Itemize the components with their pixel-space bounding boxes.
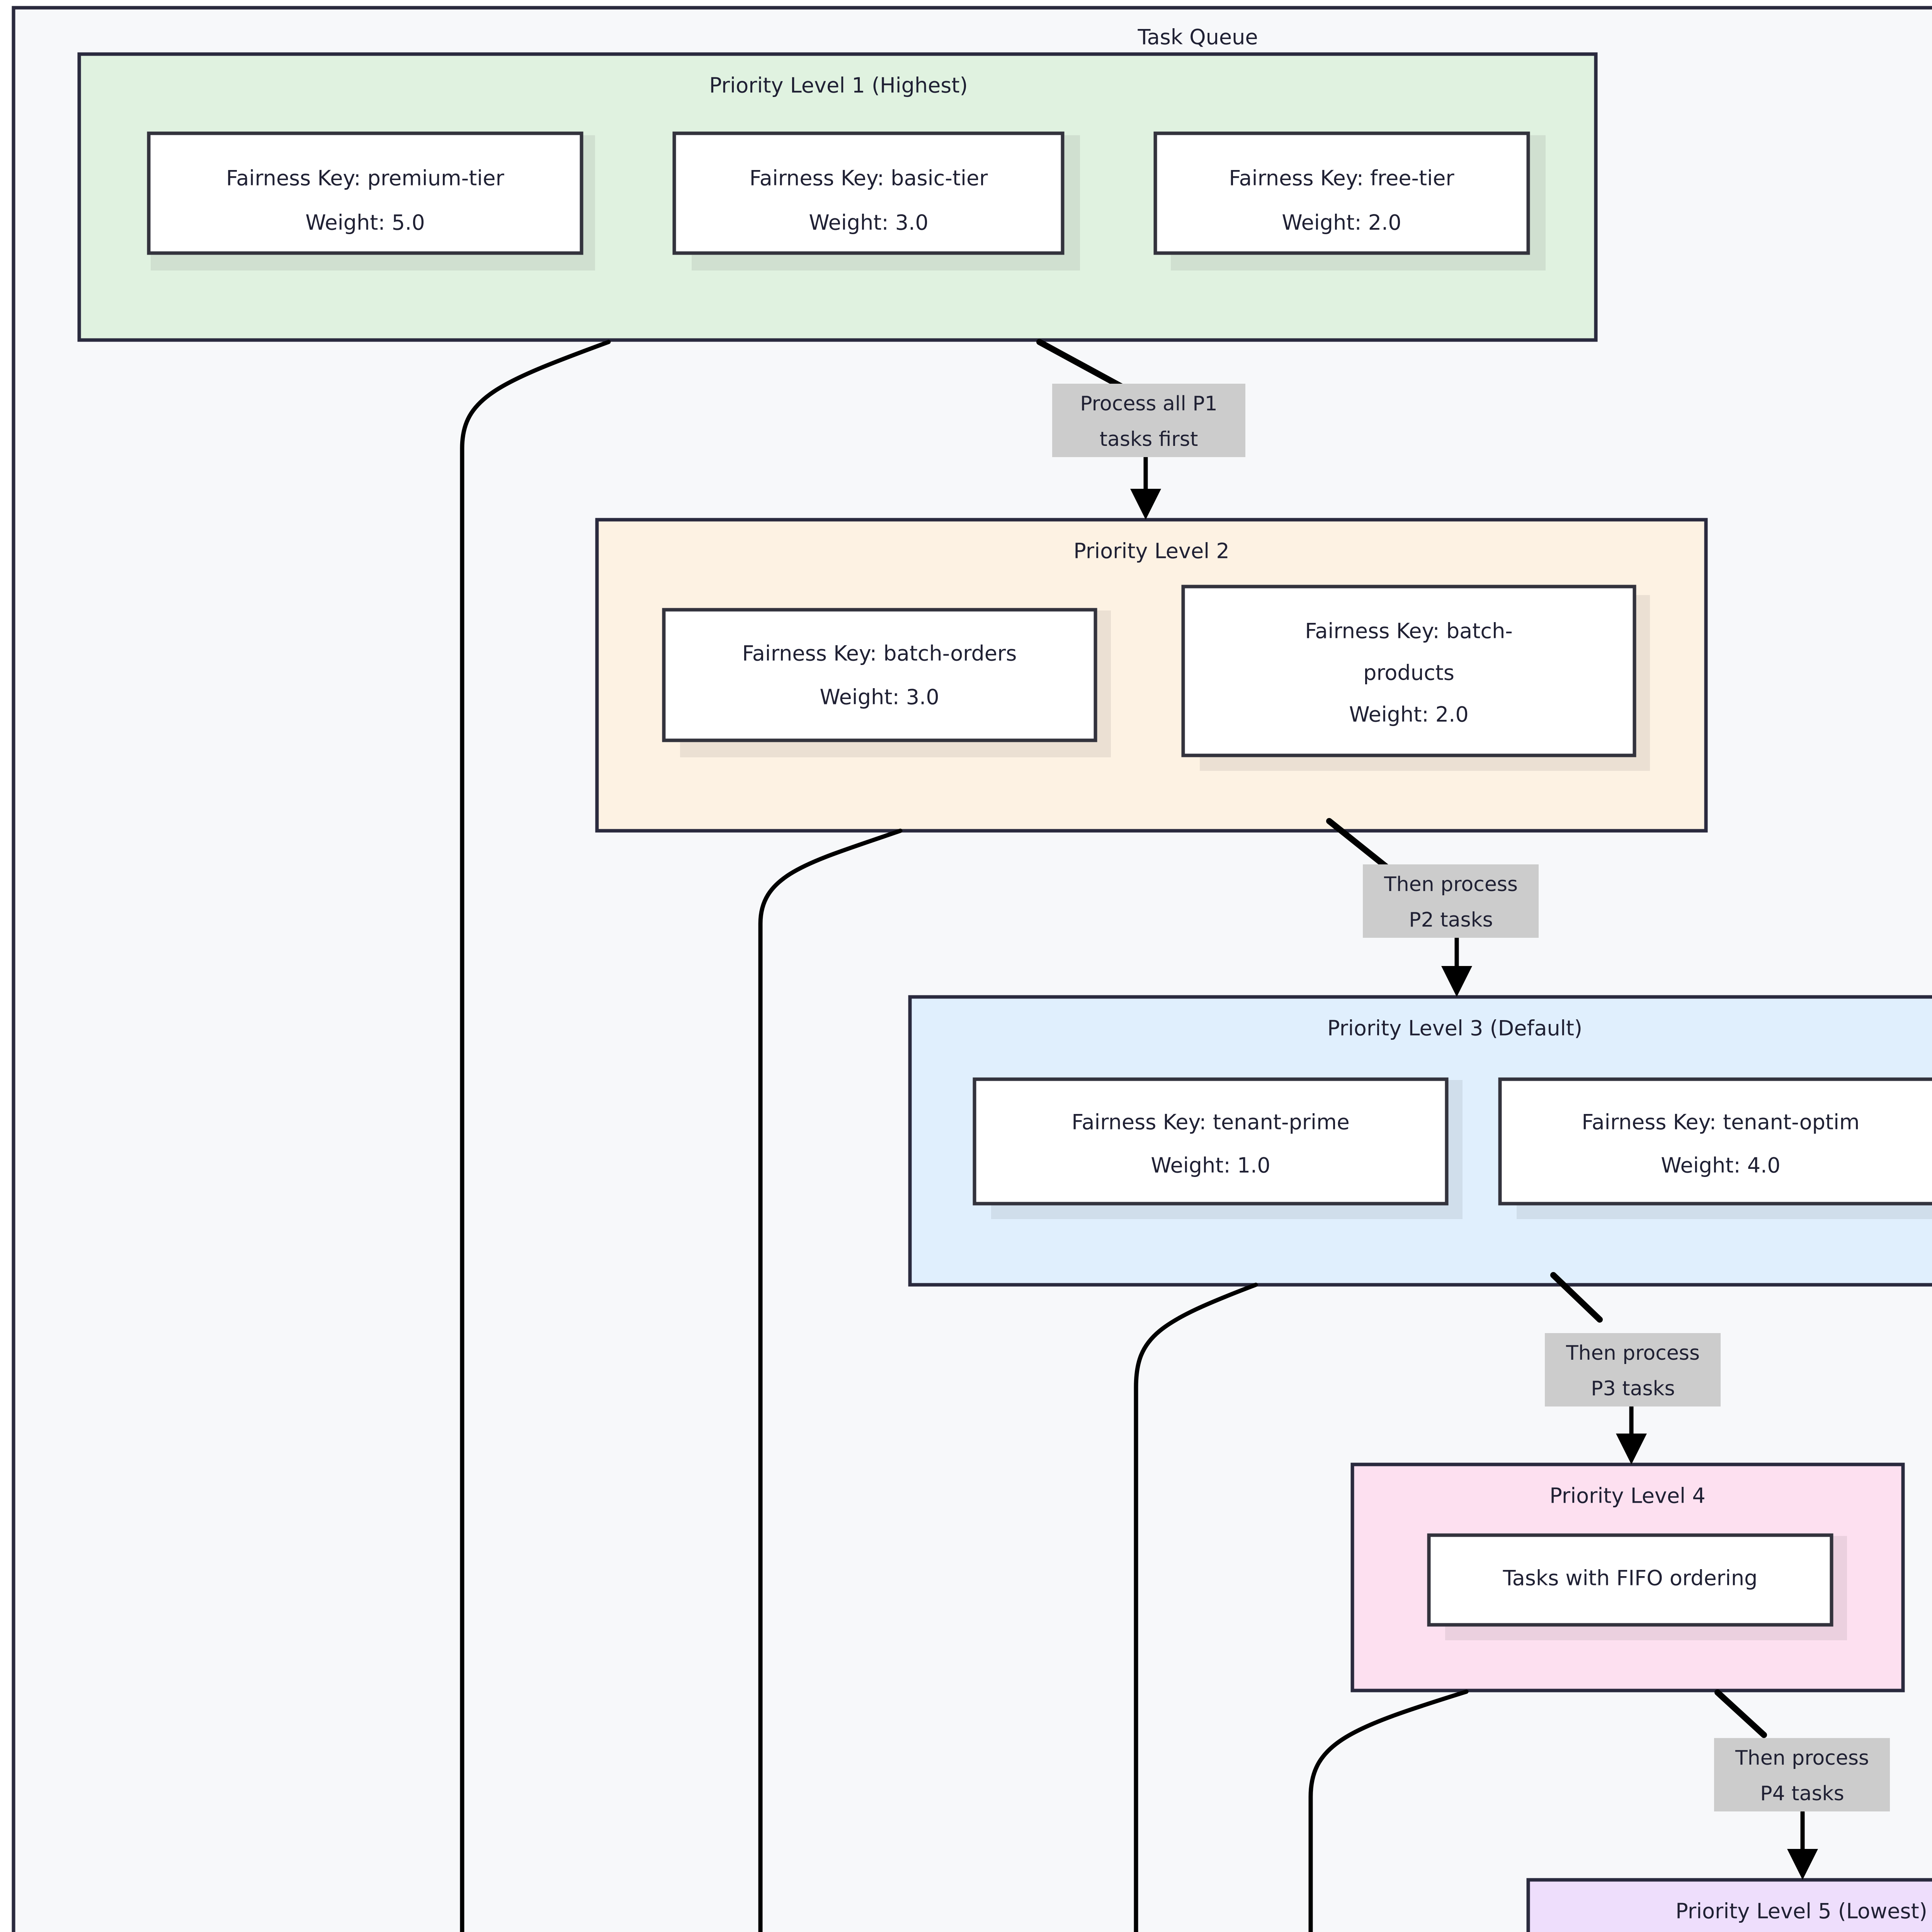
edge-p4-to-p5 [1714, 1689, 1767, 1738]
edge-p2-to-workers [758, 828, 903, 1932]
node-p2-batch-products-line2: products [1363, 661, 1454, 685]
edge-label-bg-1 [1052, 384, 1245, 457]
node-p4-fifo-line1: Tasks with FIFO ordering [1503, 1566, 1758, 1590]
edge-label-2-line1: Then process [1384, 873, 1518, 896]
node-p1-free-tier[interactable] [1153, 131, 1530, 255]
edge-label-1-line1: Process all P1 [1080, 392, 1218, 415]
edge-p1-to-p2 [1036, 339, 1131, 393]
task-queue-title: Task Queue [1137, 25, 1258, 49]
cluster-title-p2: Priority Level 2 [1073, 539, 1229, 563]
cluster-title-p5: Priority Level 5 (Lowest) [1675, 1899, 1927, 1923]
node-p2-batch-products[interactable] [1181, 585, 1636, 757]
node-p1-premium-tier-line2: Weight: 5.0 [305, 211, 425, 235]
arrowhead-p3-p4 [1616, 1434, 1647, 1464]
node-p3-tenant-optim-line1: Fairness Key: tenant-optim [1582, 1110, 1859, 1134]
edge-label-3-line1: Then process [1566, 1342, 1700, 1365]
node-p1-premium-tier[interactable] [147, 131, 583, 255]
node-p3-tenant-prime-line1: Fairness Key: tenant-prime [1071, 1110, 1350, 1134]
edge-p1-to-workers [460, 340, 611, 1932]
edge-label-bg-3 [1545, 1333, 1721, 1406]
node-p1-free-tier-line2: Weight: 2.0 [1282, 211, 1401, 235]
edge-label-4-line2: P4 tasks [1760, 1782, 1844, 1805]
node-p3-tenant-optim[interactable] [1498, 1077, 1932, 1206]
node-p1-free-tier-line1: Fairness Key: free-tier [1229, 166, 1454, 190]
edge-p3-to-workers [1134, 1282, 1258, 1932]
edge-p2-to-p3 [1326, 818, 1390, 871]
cluster-priority-level-5[interactable] [1526, 1878, 1932, 1932]
node-p1-premium-tier-line1: Fairness Key: premium-tier [226, 166, 504, 190]
edge-label-bg-2 [1363, 864, 1539, 938]
node-p1-basic-tier-line2: Weight: 3.0 [809, 211, 928, 235]
node-p1-basic-tier[interactable] [672, 131, 1065, 255]
node-p2-batch-orders-line1: Fairness Key: batch-orders [742, 641, 1017, 666]
arrowhead-p1-p2 [1130, 489, 1161, 520]
node-p2-batch-products-line3: Weight: 2.0 [1349, 702, 1468, 727]
node-p3-tenant-optim-line2: Weight: 4.0 [1661, 1153, 1780, 1178]
edge-label-3-line2: P3 tasks [1591, 1377, 1675, 1400]
edge-label-1-line2: tasks first [1100, 428, 1198, 451]
edge-p4-to-workers [1308, 1689, 1469, 1932]
node-p2-batch-products-line1: Fairness Key: batch- [1305, 619, 1513, 643]
cluster-title-p1: Priority Level 1 (Highest) [709, 73, 968, 98]
node-p2-batch-orders[interactable] [662, 608, 1097, 742]
node-p3-tenant-prime-line2: Weight: 1.0 [1151, 1153, 1270, 1178]
edge-label-bg-4 [1714, 1738, 1890, 1811]
node-p3-tenant-prime[interactable] [973, 1077, 1449, 1206]
cluster-title-p4: Priority Level 4 [1549, 1484, 1705, 1508]
arrowhead-p4-p5 [1787, 1849, 1818, 1880]
node-p1-basic-tier-line1: Fairness Key: basic-tier [750, 166, 988, 190]
arrowhead-p2-p3 [1441, 966, 1472, 997]
cluster-title-p3: Priority Level 3 (Default) [1327, 1016, 1582, 1041]
node-p4-fifo[interactable] [1427, 1533, 1833, 1627]
node-p2-batch-orders-line2: Weight: 3.0 [820, 685, 939, 709]
edge-label-4-line1: Then process [1735, 1747, 1869, 1770]
edge-p3-to-p4 [1550, 1272, 1603, 1323]
edge-label-2-line2: P2 tasks [1409, 908, 1493, 932]
